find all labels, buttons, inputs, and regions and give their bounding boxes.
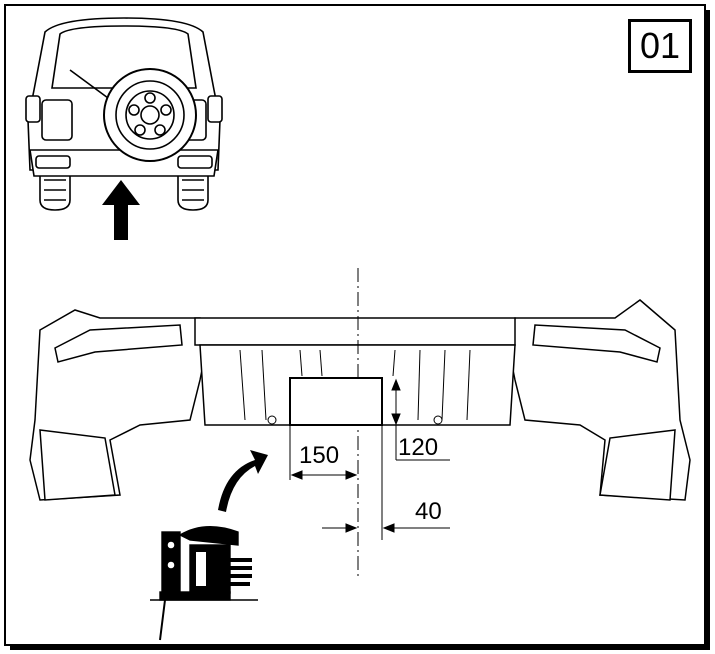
bumper-ribs xyxy=(239,349,471,425)
jigsaw-hand-icon xyxy=(150,526,258,641)
step-number-badge: 01 xyxy=(628,19,692,73)
rear-view-suv-icon xyxy=(25,17,223,211)
instruction-panel: 01 150 120 40 xyxy=(4,4,710,650)
curved-arrow-icon xyxy=(218,450,268,512)
arrow-up-icon xyxy=(102,180,140,240)
cutout-height-label: 120 xyxy=(398,434,439,461)
cutout-width-label: 150 xyxy=(299,442,340,469)
dim-offset xyxy=(322,425,450,540)
rear-bumper-drawing xyxy=(29,299,691,501)
centerline-offset-label: 40 xyxy=(415,498,442,525)
cutout-outline xyxy=(289,377,383,426)
dim-width xyxy=(289,425,358,480)
dim-height xyxy=(391,378,450,461)
